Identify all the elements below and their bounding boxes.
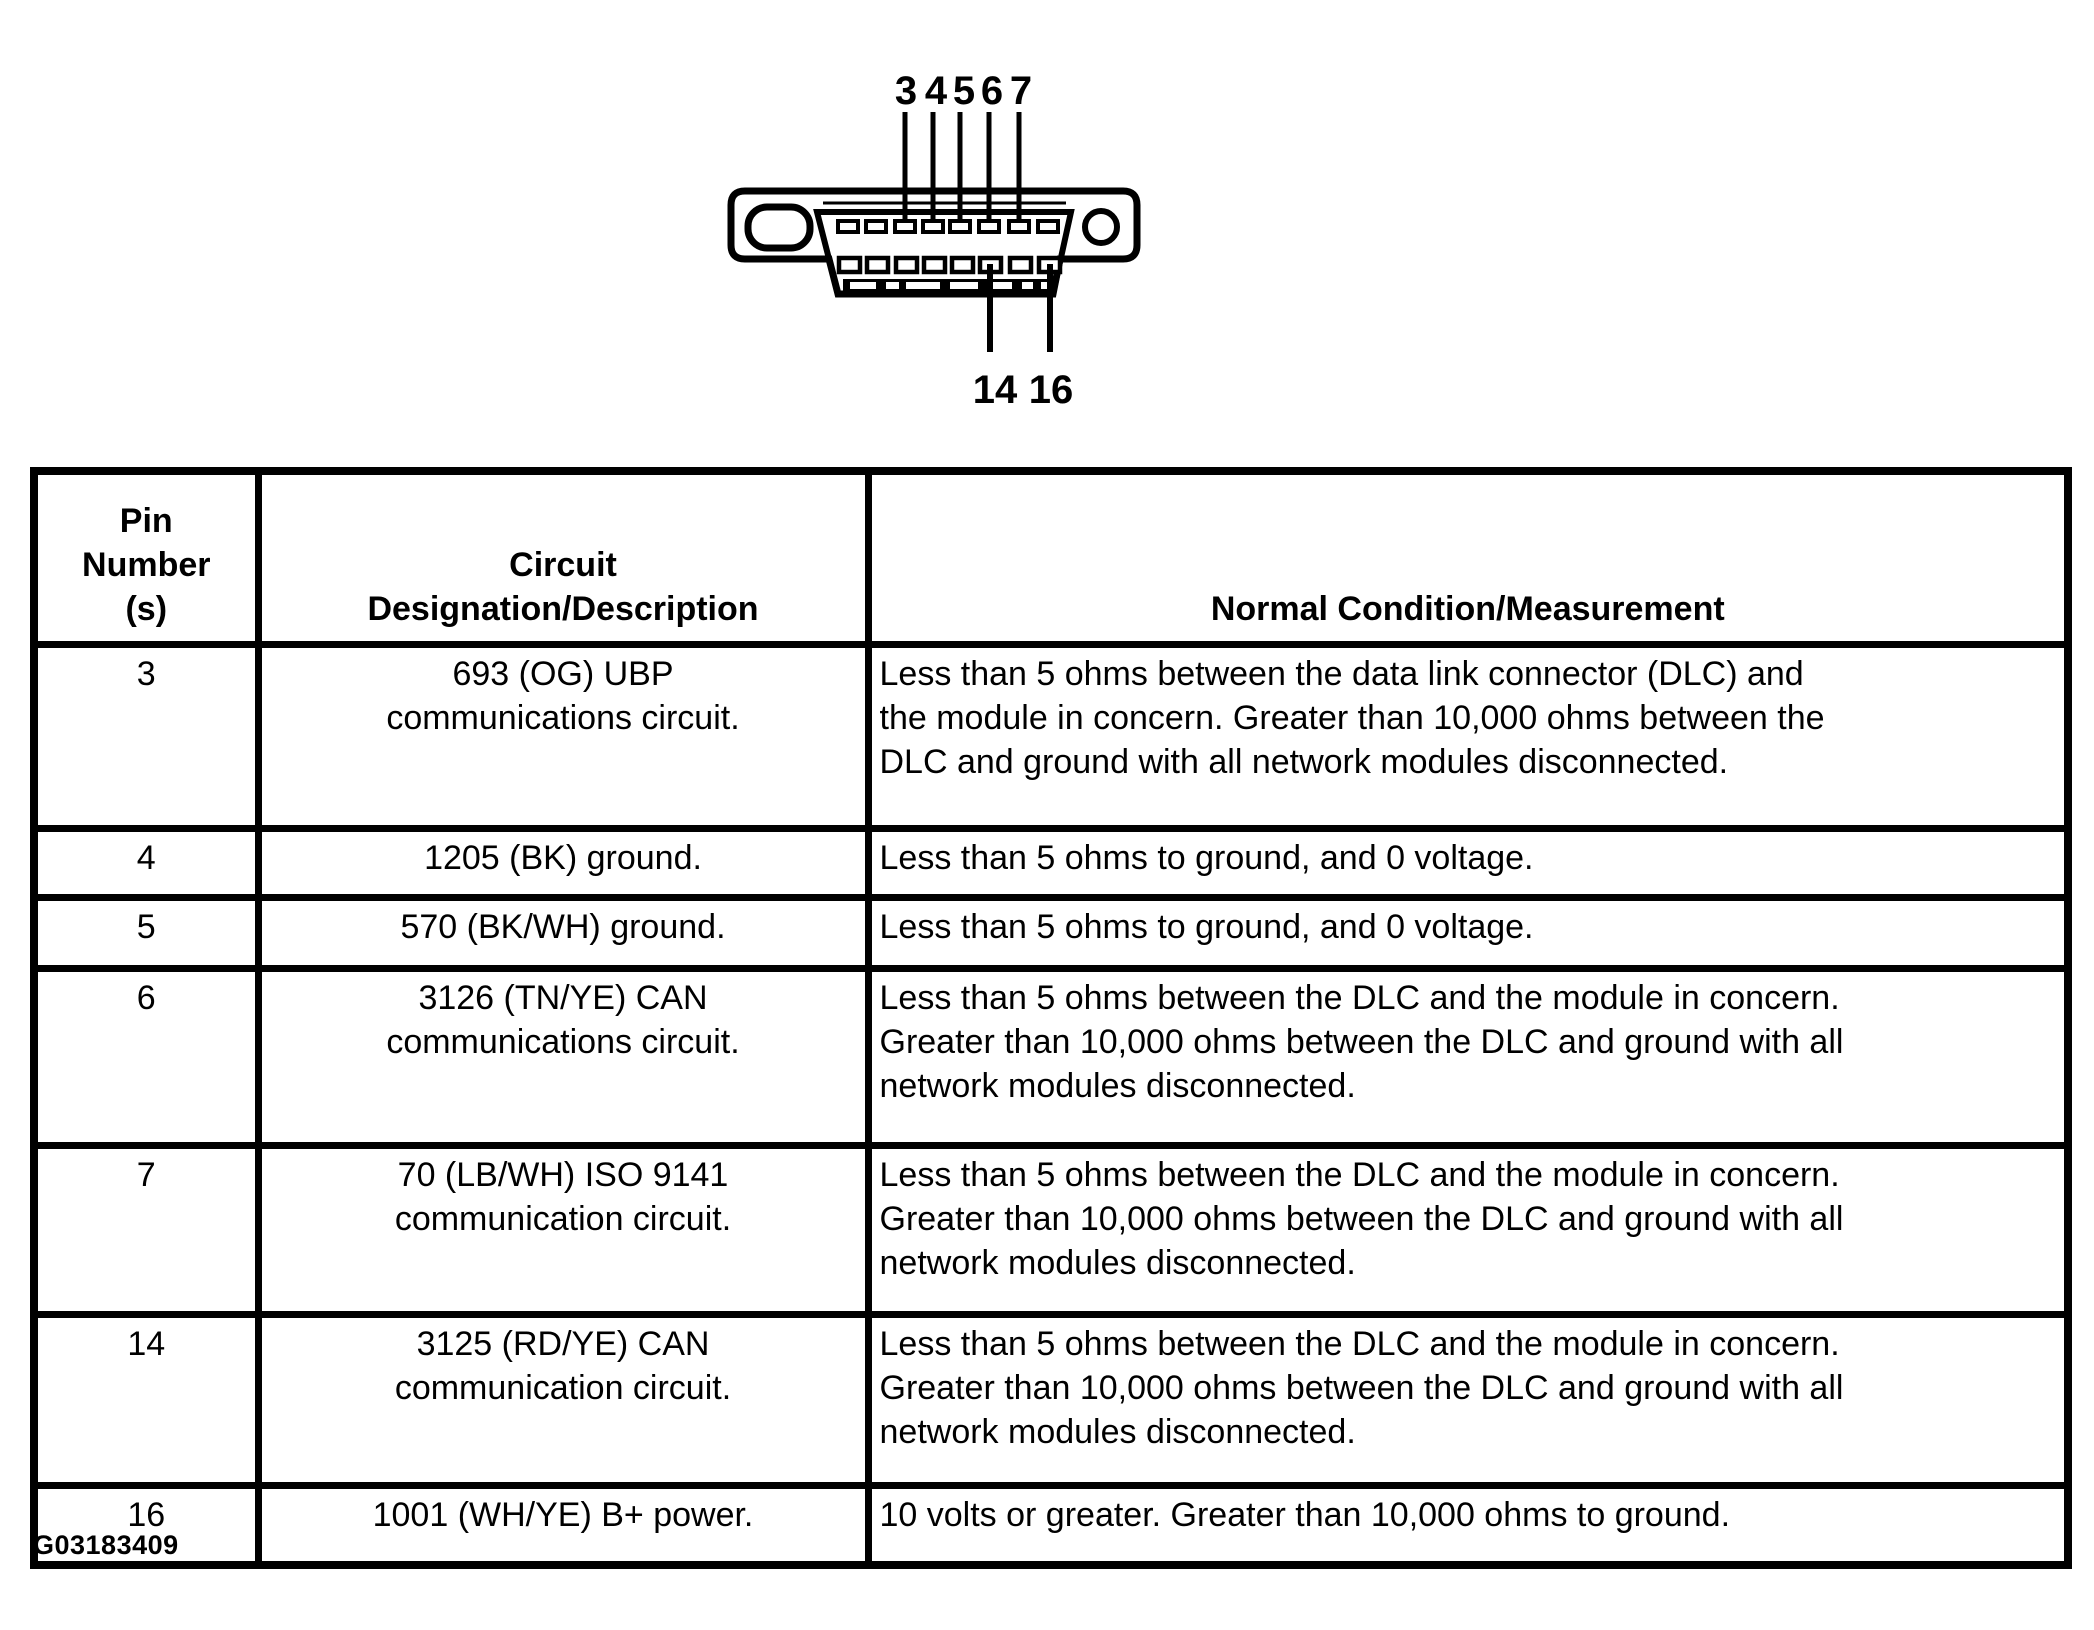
figure-id: G03183409 <box>33 1530 179 1560</box>
circuit-cell: 3125 (RD/YE) CAN communication circuit. <box>254 1311 872 1489</box>
table-row: 6 3126 (TN/YE) CAN communications circui… <box>30 965 2072 1149</box>
pin-number-cell: 5 <box>30 894 262 972</box>
circuit-cell: 1001 (WH/YE) B+ power. <box>254 1482 872 1569</box>
bottom-leader-lines <box>987 264 1053 352</box>
bottom-pin-row <box>836 255 1063 275</box>
circuit-cell: 570 (BK/WH) ground. <box>254 894 872 972</box>
table-row: 5 570 (BK/WH) ground. Less than 5 ohms t… <box>30 894 2072 972</box>
right-mount-hole <box>1082 208 1120 246</box>
pin-number-cell: 16 <box>30 1482 262 1569</box>
pin-number-cell: 14 <box>30 1311 262 1489</box>
pin-label-16: 16 <box>1029 368 1074 412</box>
table-row: 16 1001 (WH/YE) B+ power. 10 volts or gr… <box>30 1482 2072 1569</box>
top-pin-callout-labels: 3 4 5 6 7 <box>895 69 1032 113</box>
circuit-cell: 693 (OG) UBP communications circuit. <box>254 641 872 832</box>
condition-cell: Less than 5 ohms between the data link c… <box>864 641 2072 832</box>
condition-cell: Less than 5 ohms to ground, and 0 voltag… <box>864 894 2072 972</box>
table-row: 3 693 (OG) UBP communications circuit. L… <box>30 641 2072 832</box>
pin-label-3: 3 <box>895 69 917 113</box>
condition-cell: Less than 5 ohms between the DLC and the… <box>864 1311 2072 1489</box>
pin-label-4: 4 <box>925 69 948 113</box>
bottom-key-strip <box>843 279 1054 292</box>
pin-label-7: 7 <box>1010 69 1032 113</box>
circuit-cell: 1205 (BK) ground. <box>254 825 872 901</box>
table-header-row: Pin Number (s) Circuit Designation/Descr… <box>30 467 2072 648</box>
pin-number-cell: 6 <box>30 965 262 1149</box>
header-circuit: Circuit Designation/Description <box>254 467 872 648</box>
pin-label-14: 14 <box>973 368 1018 412</box>
circuit-cell: 70 (LB/WH) ISO 9141 communication circui… <box>254 1142 872 1318</box>
header-condition: Normal Condition/Measurement <box>864 467 2072 648</box>
pin-number-cell: 3 <box>30 641 262 832</box>
pin-number-cell: 4 <box>30 825 262 901</box>
condition-cell: 10 volts or greater. Greater than 10,000… <box>864 1482 2072 1569</box>
pin-label-6: 6 <box>981 69 1003 113</box>
condition-cell: Less than 5 ohms between the DLC and the… <box>864 965 2072 1149</box>
left-mount-hole <box>744 203 814 252</box>
header-pin-number: Pin Number (s) <box>30 467 262 648</box>
condition-cell: Less than 5 ohms to ground, and 0 voltag… <box>864 825 2072 901</box>
table-row: 7 70 (LB/WH) ISO 9141 communication circ… <box>30 1142 2072 1318</box>
top-leader-lines <box>902 112 1022 226</box>
pin-number-cell: 7 <box>30 1142 262 1318</box>
circuit-cell: 3126 (TN/YE) CAN communications circuit. <box>254 965 872 1149</box>
table-row: 14 3125 (RD/YE) CAN communication circui… <box>30 1311 2072 1489</box>
condition-cell: Less than 5 ohms between the DLC and the… <box>864 1142 2072 1318</box>
bottom-pin-callout-labels: 14 16 <box>973 368 1074 412</box>
top-pin-row <box>836 219 1060 234</box>
pin-label-5: 5 <box>953 69 975 113</box>
dlc-pin-spec-table: Pin Number (s) Circuit Designation/Descr… <box>30 467 2072 1569</box>
obd2-connector-diagram: 3 4 5 6 7 <box>727 69 1141 412</box>
table-row: 4 1205 (BK) ground. Less than 5 ohms to … <box>30 825 2072 901</box>
